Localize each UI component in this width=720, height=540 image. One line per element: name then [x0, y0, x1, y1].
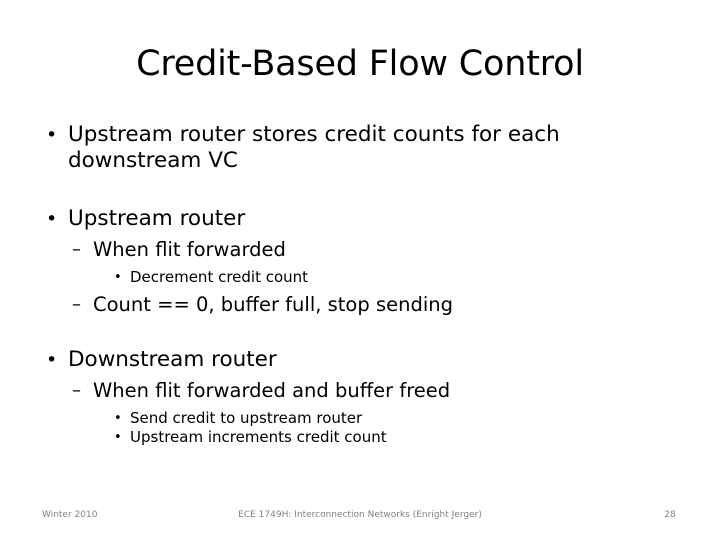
bullet-item-l1: • Downstream router: [44, 347, 670, 373]
bullet-item-l3: • Send credit to upstream router: [114, 409, 670, 428]
footer-term: Winter 2010: [42, 510, 98, 520]
slide-title: Credit-Based Flow Control: [136, 44, 584, 84]
bullet-marker-icon: •: [46, 208, 58, 230]
bullet-text: Upstream router stores credit counts for…: [68, 122, 560, 173]
bullet-text: Send credit to upstream router: [130, 409, 363, 427]
bullet-marker-icon: •: [114, 411, 122, 426]
bullet-text: Count == 0, buffer full, stop sending: [93, 293, 453, 316]
bullet-item-l1: • Upstream router: [44, 206, 670, 232]
bullet-item-l2: – When flit forwarded and buffer freed: [72, 379, 670, 403]
bullet-marker-icon: •: [46, 124, 58, 146]
spacer: [40, 317, 670, 347]
bullet-marker-icon: •: [46, 349, 58, 371]
bullet-item-l2: – Count == 0, buffer full, stop sending: [72, 293, 670, 317]
dash-marker-icon: –: [72, 239, 81, 260]
footer-page-number: 28: [664, 510, 676, 520]
slide-footer: Winter 2010 ECE 1749H: Interconnection N…: [0, 505, 720, 525]
bullet-item-l2: – When flit forwarded: [72, 238, 670, 262]
bullet-item-l3: • Upstream increments credit count: [114, 428, 670, 447]
dash-marker-icon: –: [72, 294, 81, 315]
bullet-item-l3: • Decrement credit count: [114, 268, 670, 287]
bullet-text: Decrement credit count: [130, 268, 309, 286]
bullet-text: When flit forwarded and buffer freed: [93, 379, 451, 402]
bullet-text: Downstream router: [68, 347, 277, 372]
bullet-marker-icon: •: [114, 430, 122, 445]
dash-marker-icon: –: [72, 380, 81, 401]
bullet-text: Upstream increments credit count: [130, 428, 387, 446]
bullet-text: When flit forwarded: [93, 238, 286, 261]
bullet-marker-icon: •: [114, 270, 122, 285]
bullet-item-l1: • Upstream router stores credit counts f…: [44, 122, 670, 174]
bullet-text: Upstream router: [68, 206, 246, 231]
footer-course: ECE 1749H: Interconnection Networks (Enr…: [238, 510, 482, 520]
spacer: [40, 174, 670, 206]
slide-body: • Upstream router stores credit counts f…: [40, 122, 670, 447]
